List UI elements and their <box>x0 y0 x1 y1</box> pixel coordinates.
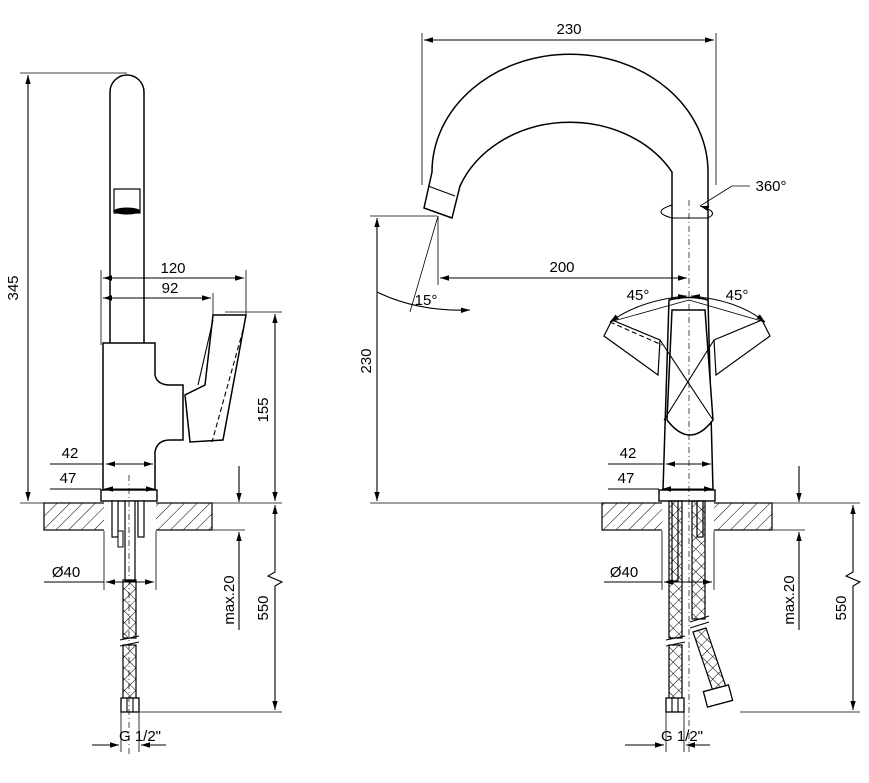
dim-lever-right: 45° <box>726 287 749 304</box>
hose-front-right-upper <box>691 500 706 620</box>
dim-spout-angle: 15° <box>415 292 438 309</box>
dim-depth-total: 120 <box>160 260 185 277</box>
dim-base-47-front: 47 <box>618 470 635 487</box>
dim-lever-left: 45° <box>627 287 650 304</box>
faucet-body-side <box>102 342 184 491</box>
dim-base-42: 42 <box>62 445 79 462</box>
lever-handle-front <box>666 309 714 436</box>
spout-gooseneck <box>423 53 709 311</box>
dim-rotation: 360° <box>755 178 786 195</box>
dim-base-42-front: 42 <box>620 445 637 462</box>
lever-ghost-right <box>713 319 771 377</box>
dim-spout-reach: 200 <box>549 259 574 276</box>
rotation-arrow <box>660 204 714 219</box>
dim-max-thickness: max.20 <box>221 575 238 624</box>
dim-hole-diameter: Ø40 <box>52 564 80 581</box>
dim-spout-height: 230 <box>358 348 375 373</box>
dim-base-47: 47 <box>60 470 77 487</box>
dim-max-thickness-front: max.20 <box>781 575 798 624</box>
hose-nut-side <box>120 697 140 713</box>
dim-hose-length: 550 <box>255 595 272 620</box>
dim-hole-diameter-front: Ø40 <box>610 564 638 581</box>
dim-height-total: 345 <box>5 275 22 300</box>
hose-front-right-lower <box>692 627 728 695</box>
lever-ghost-left <box>603 319 663 377</box>
hose-nut-front-left <box>665 697 685 713</box>
dim-width-total: 230 <box>556 21 581 38</box>
dim-hose-length-front: 550 <box>833 595 850 620</box>
front-view: 360° 230 230 200 15° 45° 45° 42 47 <box>358 21 862 755</box>
hose-nut-front-right <box>702 684 734 708</box>
dim-thread-front: G 1/2" <box>661 728 703 745</box>
base-plate-front <box>658 489 716 502</box>
dim-body-height: 155 <box>255 397 272 422</box>
dim-thread: G 1/2" <box>119 728 161 745</box>
side-view: 345 120 92 155 42 47 Ø40 max.20 <box>5 72 284 755</box>
lever-handle-side <box>184 314 247 443</box>
hose-front-left <box>668 500 683 639</box>
hose-side <box>122 579 137 639</box>
dim-depth-body: 92 <box>162 280 179 297</box>
